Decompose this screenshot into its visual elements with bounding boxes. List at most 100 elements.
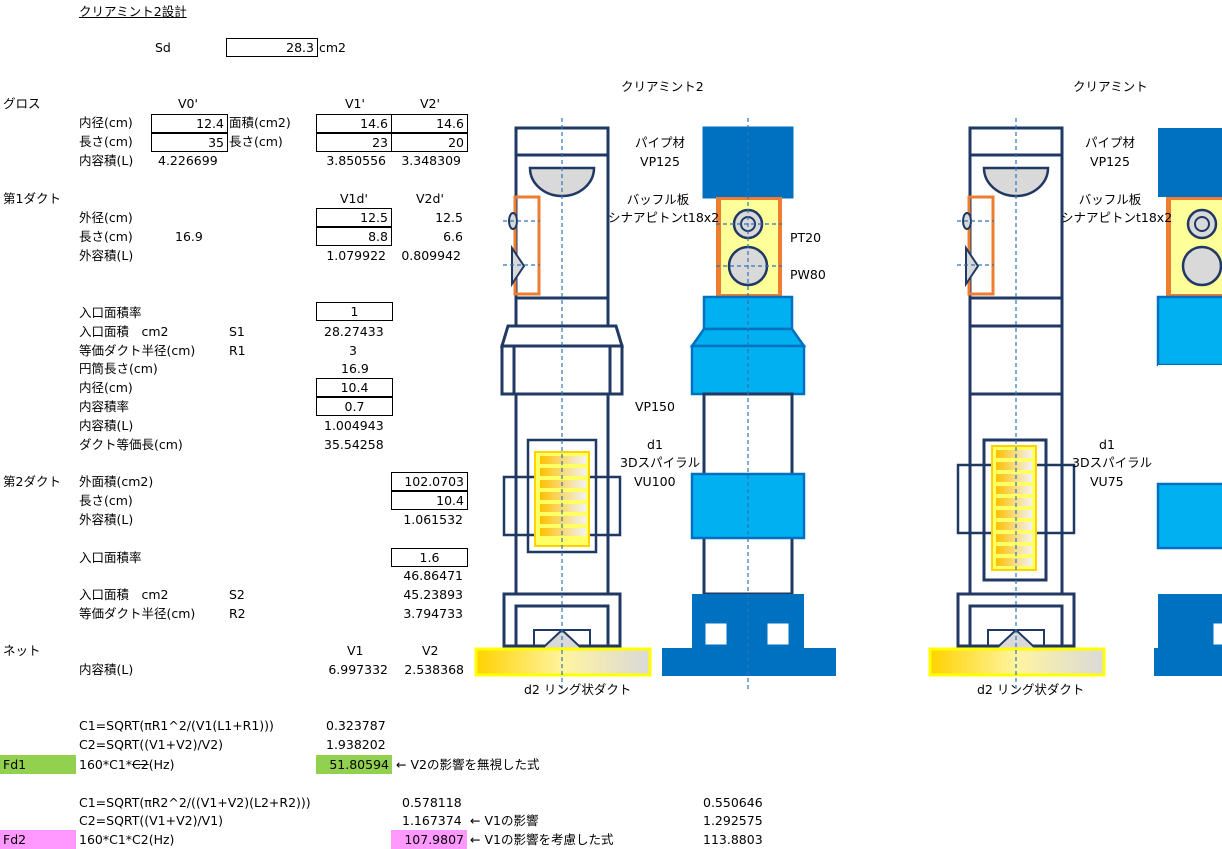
duct2-outer-vol: 1.061532 xyxy=(403,512,463,527)
sd-unit: cm2 xyxy=(319,40,347,55)
fd2-c2-formula: C2=SQRT((V1+V2)/V1) xyxy=(79,813,224,828)
fd2-result-cell[interactable]: 107.9807 xyxy=(391,830,467,849)
cm-pipe-type: VP125 xyxy=(1090,154,1130,169)
cm2-ring-duct xyxy=(474,647,652,677)
gross-area-v1[interactable]: 14.6 xyxy=(316,114,392,133)
duct1-length-v1[interactable]: 8.8 xyxy=(316,227,392,246)
sd-value-cell[interactable]: 28.3 xyxy=(226,38,318,57)
cm2-spiral xyxy=(534,451,590,547)
duct2-ratio-cell[interactable]: 1.6 xyxy=(391,548,468,567)
duct1-inner-diam-cell[interactable]: 10.4 xyxy=(316,378,393,397)
fd2-c2-value: 1.167374 xyxy=(402,813,462,828)
fd2-c1-formula: C1=SQRT(πR2^2/((V1+V2)(L2+R2))) xyxy=(79,795,311,810)
cm-vu75-label: VU75 xyxy=(1090,474,1124,489)
fd2-c2-alt: 1.292575 xyxy=(703,813,763,828)
gross-inner-diam-v0[interactable]: 12.4 xyxy=(151,114,228,133)
fd1-c2-value: 1.938202 xyxy=(326,737,386,752)
duct1-eq-radius-sym: R1 xyxy=(229,343,246,358)
duct1-section-label: 第1ダクト xyxy=(3,191,61,206)
duct1-vol-ratio-label: 内容積率 xyxy=(79,399,130,414)
fd1-c2-formula: C2=SQRT((V1+V2)/V2) xyxy=(79,737,224,752)
cm2-pipe-label: パイプ材 xyxy=(634,135,685,150)
duct2-eq-radius-sym: R2 xyxy=(229,606,246,621)
cm-spiral xyxy=(991,445,1037,571)
cm2-pw-label: PW80 xyxy=(790,267,826,282)
duct2-outer-area-label: 外面積(cm2) xyxy=(79,474,154,489)
cm2-d2-label: d2 リング状ダクト xyxy=(524,682,632,697)
col-v2-header: V2' xyxy=(420,96,440,111)
gross-length-v0[interactable]: 35 xyxy=(151,133,228,152)
gross-volume-v1: 3.850556 xyxy=(326,153,386,168)
duct1-ratio-cell[interactable]: 1 xyxy=(316,302,393,321)
col-v0-header: V0' xyxy=(178,96,198,111)
net-v2: 2.538368 xyxy=(404,662,464,677)
cm2-vp150-label: VP150 xyxy=(635,399,675,414)
duct1-eq-len-label: ダクト等価長(cm) xyxy=(79,437,183,452)
fd1-formula-a: 160*C1* xyxy=(79,757,133,772)
duct2-length-cell[interactable]: 10.4 xyxy=(391,491,468,510)
net-col-v2: V2 xyxy=(422,643,439,658)
duct2-inlet-area: 45.23893 xyxy=(403,587,463,602)
duct1-length-v2: 6.6 xyxy=(443,229,463,244)
gross-length-v1[interactable]: 23 xyxy=(316,133,392,152)
fd1-c1-formula: C1=SQRT(πR1^2/(V1(L1+R1))) xyxy=(79,718,274,733)
duct1-volume-v1: 1.079922 xyxy=(326,248,386,263)
gross-volume-label: 内容積(L) xyxy=(79,153,134,168)
duct2-length-label: 長さ(cm) xyxy=(79,493,133,508)
duct1-vol-ratio-cell[interactable]: 0.7 xyxy=(316,397,393,416)
duct2-ratio-extra: 46.86471 xyxy=(403,568,463,583)
duct1-volume-v2: 0.809942 xyxy=(401,248,461,263)
duct1-outer-diam-v2: 12.5 xyxy=(435,210,463,225)
duct1-ratio-label: 入口面積率 xyxy=(79,305,142,320)
sheet-title: クリアミント2設計 xyxy=(79,4,187,19)
diagram-title-cm2: クリアミント2 xyxy=(621,79,704,94)
fd2-c1-value: 0.578118 xyxy=(402,795,462,810)
duct2-outer-area-cell[interactable]: 102.0703 xyxy=(391,472,468,491)
net-v1: 6.997332 xyxy=(328,662,388,677)
duct1-outer-diam-v1[interactable]: 12.5 xyxy=(316,208,392,227)
fd2-formula: 160*C1*C2(Hz) xyxy=(79,832,175,847)
duct1-eq-radius-label: 等価ダクト半径(cm) xyxy=(79,343,196,358)
fd1-formula-b: (Hz) xyxy=(148,757,175,772)
duct1-inner-vol: 1.004943 xyxy=(324,418,384,433)
duct1-eq-radius: 3 xyxy=(349,343,357,358)
fd2-note: ← V1の影響を考慮した式 xyxy=(470,832,614,847)
fd1-formula: 160*C1*C2(Hz) xyxy=(79,757,174,773)
cm-pipe-label: パイプ材 xyxy=(1084,135,1135,150)
fd1-label-cell[interactable]: Fd1 xyxy=(0,755,76,774)
net-col-v1: V1 xyxy=(347,643,364,658)
duct1-inner-vol-label: 内容積(L) xyxy=(79,418,134,433)
gross-length-v2[interactable]: 20 xyxy=(391,133,468,152)
diagram-title-cm: クリアミント xyxy=(1073,79,1148,94)
fd2-label-cell[interactable]: Fd2 xyxy=(0,830,76,849)
duct1-volume-label: 外容積(L) xyxy=(79,248,134,263)
cm2-pipe-type: VP125 xyxy=(640,154,680,169)
fd1-formula-strike: C2 xyxy=(132,757,149,772)
fd1-result-cell[interactable]: 51.80594 xyxy=(316,755,392,774)
cm2-baffle-label: バッフル板 xyxy=(626,192,690,207)
net-volume-label: 内容積(L) xyxy=(79,662,134,677)
duct2-eq-radius-label: 等価ダクト半径(cm) xyxy=(79,606,196,621)
gross-length-label: 長さ(cm) xyxy=(79,134,133,149)
col-v1d-header: V1d' xyxy=(340,191,368,206)
fd2-result-alt: 113.8803 xyxy=(703,832,763,847)
cm2-pt-label: PT20 xyxy=(790,230,822,245)
cm-d1-label: d1 xyxy=(1099,437,1115,452)
gross-area-v2[interactable]: 14.6 xyxy=(391,114,468,133)
duct1-inlet-area-sym: S1 xyxy=(229,324,245,339)
fd1-c1-value: 0.323787 xyxy=(326,718,386,733)
gross-length2-label: 長さ(cm) xyxy=(229,134,283,149)
duct1-cyl-len-label: 円筒長さ(cm) xyxy=(79,361,158,376)
cm-baffle-side xyxy=(962,195,995,296)
col-v1-header: V1' xyxy=(345,96,365,111)
gross-area-label: 面積(cm2) xyxy=(229,115,291,130)
duct1-length-mid: 16.9 xyxy=(175,229,203,244)
net-section-label: ネット xyxy=(3,643,41,658)
fd2-c1-alt: 0.550646 xyxy=(703,795,763,810)
duct2-section-label: 第2ダクト xyxy=(3,474,61,489)
gross-volume-v2: 3.348309 xyxy=(401,153,461,168)
sd-label: Sd xyxy=(155,40,171,55)
duct1-inlet-area-label: 入口面積 cm2 xyxy=(79,324,169,339)
cm-d2-label: d2 リング状ダクト xyxy=(977,682,1085,697)
fd2-c2-note: ← V1の影響 xyxy=(470,813,539,828)
